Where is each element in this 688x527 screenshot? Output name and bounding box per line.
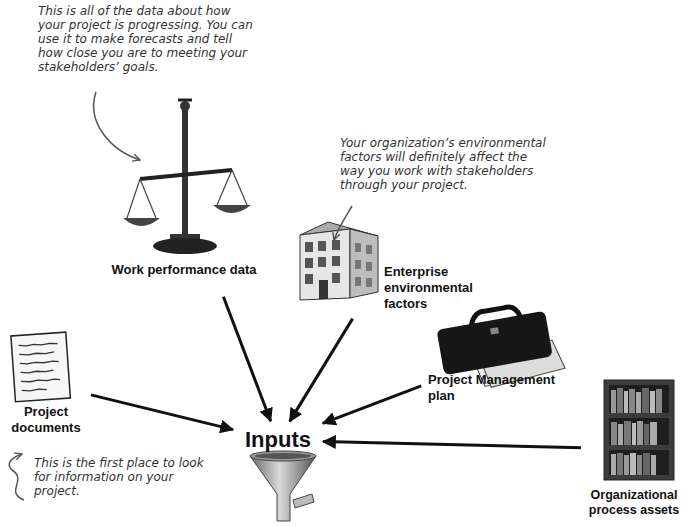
handwritten-note: This is all of the data about how your p… — [38, 4, 256, 74]
inputs-node: Inputs — [236, 424, 320, 457]
input-arrow — [290, 319, 353, 422]
node-label: Project Management plan — [428, 372, 564, 404]
document-icon — [11, 332, 70, 402]
input-source-node: Project documents — [4, 328, 88, 440]
handwritten-note: This is the first place to look for info… — [34, 456, 214, 498]
leader-line — [9, 454, 24, 500]
input-arrow — [91, 395, 233, 430]
input-arrow — [223, 297, 270, 421]
input-source-node: Enterprise environmental factors — [288, 212, 484, 316]
bookcase-icon — [604, 380, 674, 480]
node-label: Work performance data — [104, 262, 264, 278]
node-label: Organizational process assets — [584, 488, 684, 518]
handwritten-note: Your organization’s environmental factor… — [340, 136, 552, 192]
inputs-label: Inputs — [236, 426, 320, 453]
leader-line — [94, 92, 140, 160]
node-label: Enterprise environmental factors — [384, 264, 484, 312]
leader-line — [334, 206, 352, 240]
input-arrow — [323, 442, 581, 448]
funnel-icon — [250, 451, 316, 521]
input-source-node: Work performance data — [104, 92, 264, 294]
node-label: Project documents — [8, 404, 84, 436]
scale-icon — [123, 100, 251, 254]
input-source-node: Project Management plan — [424, 308, 564, 408]
input-source-node: Organizational process assets — [584, 376, 684, 522]
building-icon — [300, 222, 378, 300]
input-arrow — [323, 386, 421, 424]
